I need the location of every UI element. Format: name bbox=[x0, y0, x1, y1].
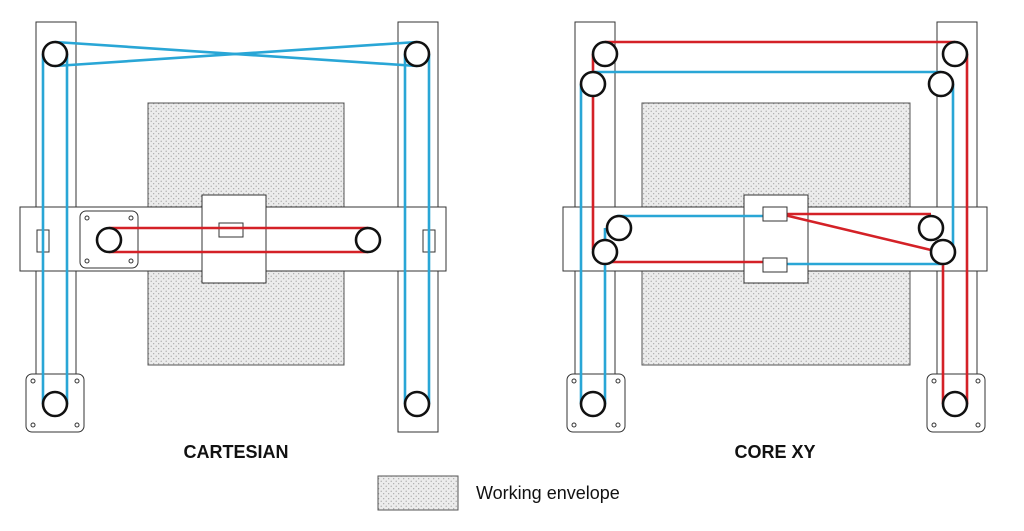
cartesian-belt-clamp bbox=[218, 222, 244, 238]
corexy-pulley-gantry-right-lower bbox=[929, 238, 957, 266]
legend-swatch bbox=[377, 475, 459, 511]
cartesian-toolhead-carriage bbox=[201, 194, 267, 284]
cartesian-pulley-motor-left bbox=[41, 390, 69, 418]
cartesian-pulley-top-right bbox=[403, 40, 431, 68]
corexy-pulley-motor-left bbox=[579, 390, 607, 418]
corexy-pulley-gantry-left-lower bbox=[591, 238, 619, 266]
corexy-pulley-motor-right bbox=[941, 390, 969, 418]
legend-label: Working envelope bbox=[476, 483, 620, 503]
corexy-belt-clamp-top bbox=[762, 206, 788, 222]
legend: Working envelope bbox=[377, 475, 620, 511]
cartesian-pulley-x-motor bbox=[95, 226, 123, 254]
corexy-diagram: CORE XY bbox=[562, 21, 988, 462]
cartesian-pulley-top-left bbox=[41, 40, 69, 68]
corexy-pulley-top-left-lower bbox=[579, 70, 607, 98]
corexy-pulley-top-right-lower bbox=[927, 70, 955, 98]
corexy-pulley-gantry-right-upper bbox=[917, 214, 945, 242]
corexy-belt-b bbox=[591, 40, 969, 404]
corexy-caption: CORE XY bbox=[734, 442, 815, 462]
corexy-belt-clamp-bottom bbox=[762, 257, 788, 273]
cartesian-x-belt bbox=[109, 226, 368, 254]
cartesian-caption: CARTESIAN bbox=[183, 442, 288, 462]
corexy-pulley-top-left-upper bbox=[591, 40, 619, 68]
corexy-pulley-gantry-left-upper bbox=[605, 214, 633, 242]
cartesian-pulley-bottom-right bbox=[403, 390, 431, 418]
corexy-pulley-top-right-upper bbox=[941, 40, 969, 68]
cartesian-pulley-x-idler bbox=[354, 226, 382, 254]
cartesian-diagram: CARTESIAN bbox=[19, 21, 447, 462]
cartesian-y-belt bbox=[41, 40, 431, 404]
